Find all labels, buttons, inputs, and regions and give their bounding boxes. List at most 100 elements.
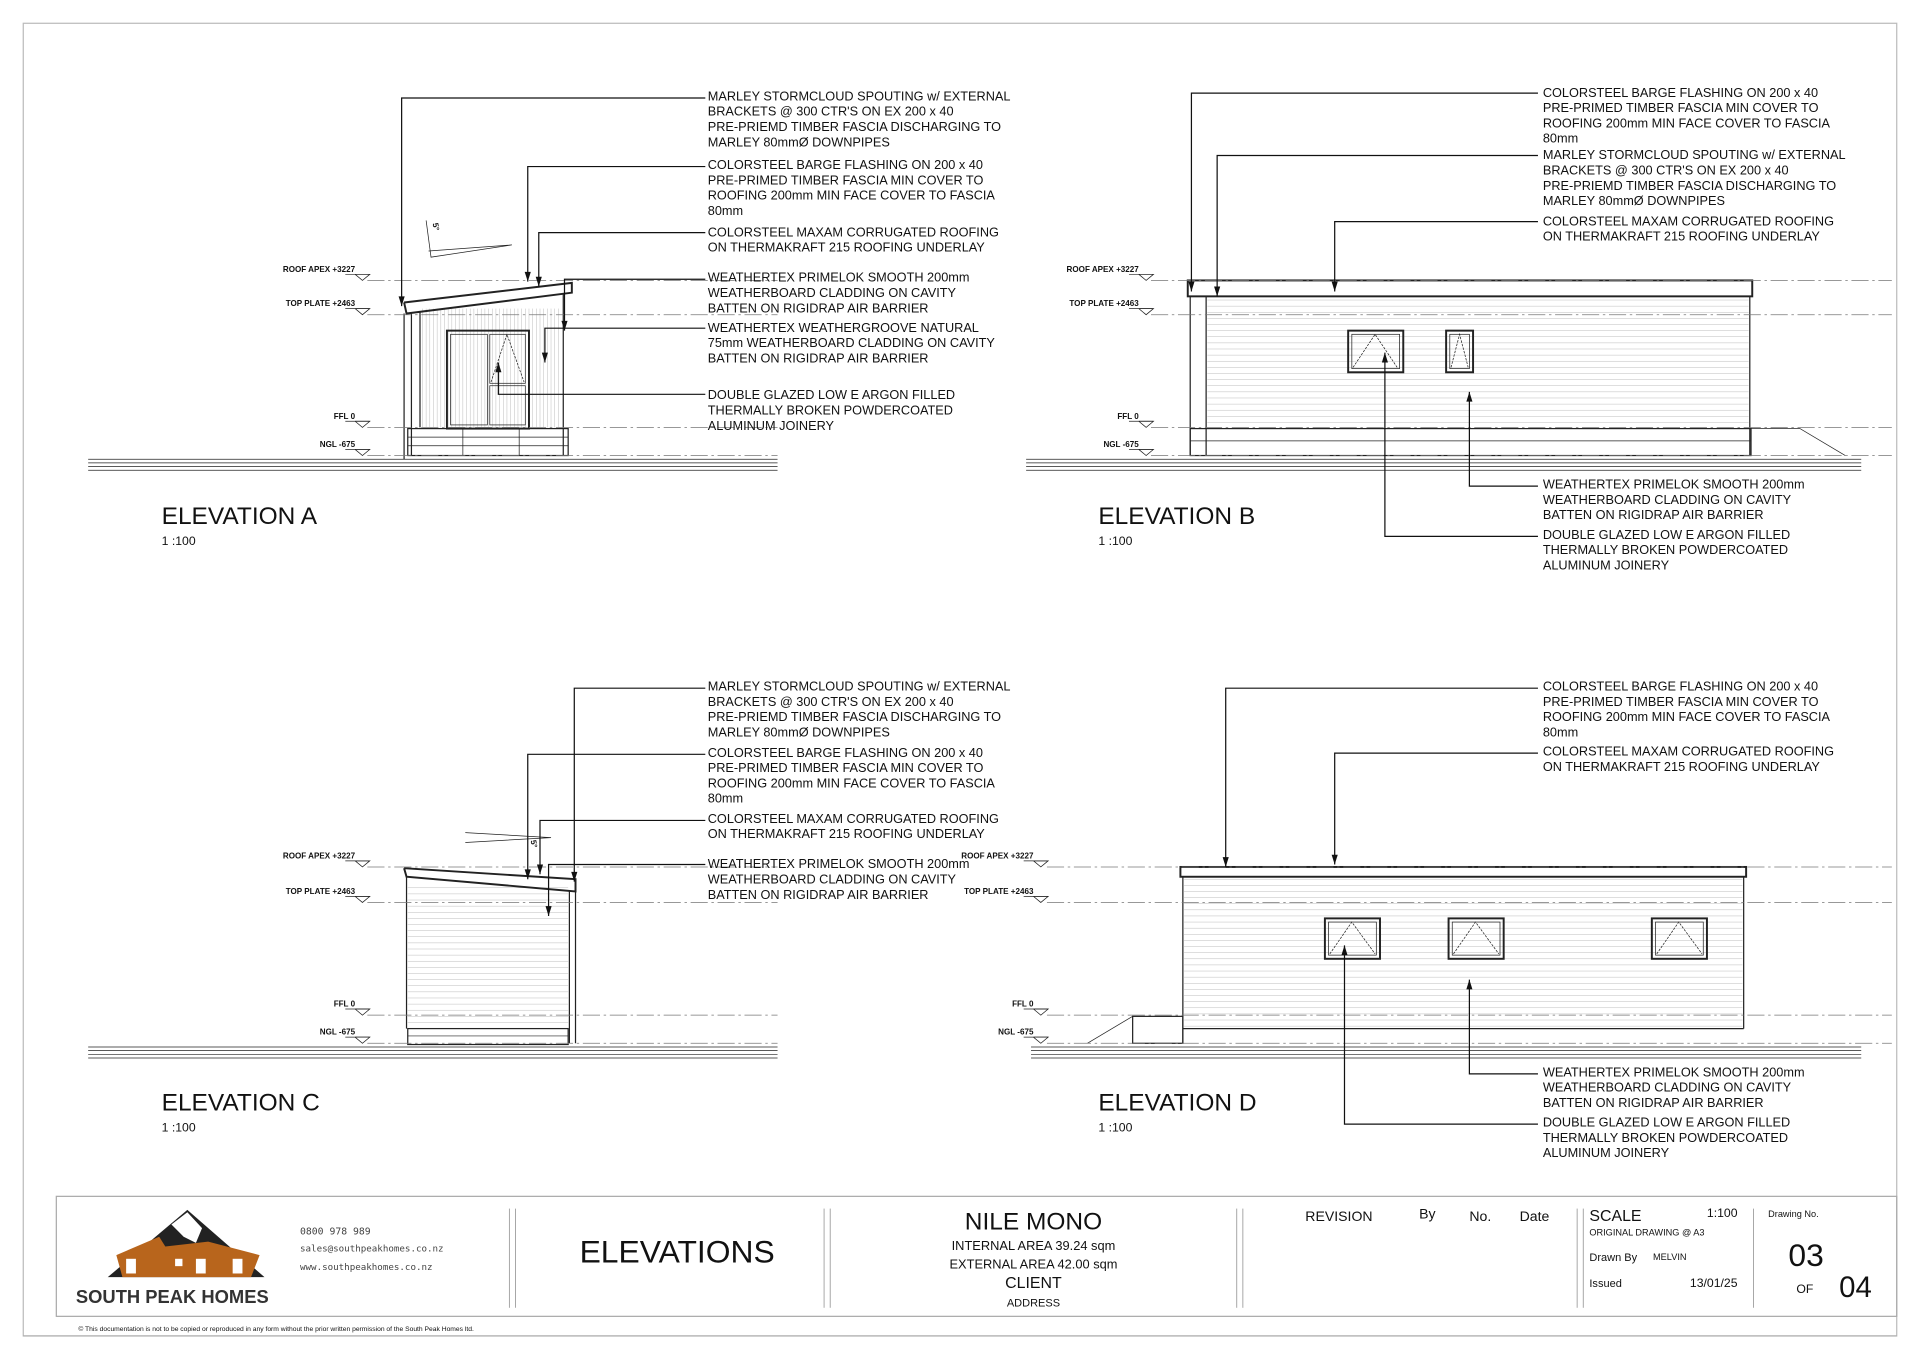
annotation-line: WEATHERTEX PRIMELOK SMOOTH 200mm	[1543, 477, 1805, 492]
arrow-head-icon	[1331, 281, 1338, 292]
annotation-line: WEATHERBOARD CLADDING ON CAVITY	[1543, 492, 1792, 507]
arrow-head-icon	[1341, 945, 1348, 956]
level-label: TOP PLATE +2463	[1069, 299, 1139, 308]
level-label: NGL -675	[998, 1028, 1034, 1037]
arrow-head-icon	[398, 296, 405, 307]
address-label: ADDRESS	[1007, 1298, 1060, 1310]
elevation-scale: 1 :100	[1098, 1120, 1132, 1134]
annotation-line: COLORSTEEL MAXAM CORRUGATED ROOFING	[1543, 744, 1834, 759]
annotation-line: MARLEY 80mmØ DOWNPIPES	[1543, 193, 1725, 208]
drawing-number: 03	[1788, 1237, 1823, 1273]
leader-line	[538, 232, 706, 287]
annotation-line: ON THERMAKRAFT 215 ROOFING UNDERLAY	[708, 826, 986, 841]
leader-line	[527, 165, 706, 282]
drawn-by-value: MELVIN	[1653, 1252, 1686, 1262]
project-name: NILE MONO	[965, 1208, 1102, 1235]
annotation-line: ON THERMAKRAFT 215 ROOFING UNDERLAY	[1543, 759, 1821, 774]
annotation-line: BATTEN ON RIGIDRAP AIR BARRIER	[1543, 1095, 1764, 1110]
total-drawings: 04	[1839, 1271, 1872, 1304]
annotation-line: ON THERMAKRAFT 215 ROOFING UNDERLAY	[1543, 229, 1821, 244]
drawing-no-label: Drawing No.	[1768, 1209, 1818, 1219]
leader-line	[547, 863, 706, 916]
arrow-head-icon	[1381, 352, 1388, 363]
annotation-line: ALUMINUM JOINERY	[708, 418, 835, 433]
annotation-line: ALUMINUM JOINERY	[1543, 557, 1670, 572]
annotation-line: MARLEY STORMCLOUD SPOUTING w/ EXTERNAL	[1543, 147, 1846, 162]
annotation-line: PRE-PRIEMD TIMBER FASCIA DISCHARGING TO	[708, 119, 1001, 134]
arrow-head-icon	[1466, 979, 1473, 990]
annotation-line: THERMALLY BROKEN POWDERCOATED	[1543, 542, 1788, 557]
leader-line	[1343, 945, 1538, 1125]
arrow-head-icon	[495, 362, 502, 373]
level-label: FFL 0	[334, 412, 356, 421]
annotation-line: BATTEN ON RIGIDRAP AIR BARRIER	[708, 887, 929, 902]
issued-label: Issued	[1589, 1278, 1621, 1290]
level-label: ROOF APEX +3227	[283, 265, 356, 274]
annotation-line: MARLEY STORMCLOUD SPOUTING w/ EXTERNAL	[708, 679, 1011, 694]
level-label: ROOF APEX +3227	[1067, 265, 1140, 274]
annotation-line: DOUBLE GLAZED LOW E ARGON FILLED	[708, 387, 955, 402]
annotation-line: PRE-PRIMED TIMBER FASCIA MIN COVER TO	[708, 760, 984, 775]
leader-line	[1384, 352, 1538, 537]
annotation-line: DOUBLE GLAZED LOW E ARGON FILLED	[1543, 527, 1790, 542]
annotation-line: 80mm	[1543, 725, 1578, 740]
arrow-head-icon	[536, 864, 544, 875]
annotation-line: COLORSTEEL MAXAM CORRUGATED ROOFING	[708, 811, 999, 826]
annotation-line: COLORSTEEL MAXAM CORRUGATED ROOFING	[708, 224, 999, 239]
annotation-line: DOUBLE GLAZED LOW E ARGON FILLED	[1543, 1115, 1790, 1130]
company-phone: 0800 978 989	[300, 1226, 371, 1237]
annotation-line: PRE-PRIEMD TIMBER FASCIA DISCHARGING TO	[1543, 178, 1836, 193]
annotation-line: PRE-PRIMED TIMBER FASCIA MIN COVER TO	[1543, 100, 1819, 115]
annotation-line: COLORSTEEL BARGE FLASHING ON 200 x 40	[708, 745, 983, 760]
annotation-line: ROOFING 200mm MIN FACE COVER TO FASCIA	[708, 188, 996, 203]
leader-line	[539, 819, 706, 875]
arrow-head-icon	[535, 276, 542, 287]
leader-line	[1468, 979, 1538, 1075]
annotation-line: WEATHERBOARD CLADDING ON CAVITY	[1543, 1080, 1792, 1095]
leader-line	[1468, 391, 1538, 487]
leader-line	[527, 753, 706, 880]
annotation-line: COLORSTEEL BARGE FLASHING ON 200 x 40	[1543, 679, 1818, 694]
elevation-c-drawing: 5°	[403, 832, 577, 1046]
leader-line	[1225, 687, 1538, 867]
sheet-title: ELEVATIONS	[580, 1233, 775, 1269]
annotation-line: MARLEY 80mmØ DOWNPIPES	[708, 725, 890, 740]
annotation-line: ALUMINUM JOINERY	[1543, 1145, 1670, 1160]
annotation-line: COLORSTEEL MAXAM CORRUGATED ROOFING	[1543, 213, 1834, 228]
arrow-head-icon	[1331, 854, 1338, 865]
level-label: FFL 0	[1012, 1000, 1034, 1009]
issued-date: 13/01/25	[1690, 1276, 1738, 1290]
level-label: TOP PLATE +2463	[286, 887, 356, 896]
annotation-line: BRACKETS @ 300 CTR'S ON EX 200 x 40	[1543, 163, 1789, 178]
leader-line	[497, 362, 706, 395]
internal-area: INTERNAL AREA 39.24 sqm	[952, 1238, 1116, 1253]
title-block: SOUTH PEAK HOMES 0800 978 989 sales@sout…	[23, 1195, 1898, 1337]
elevation-scale: 1 :100	[162, 1120, 196, 1134]
revision-date-header: Date	[1520, 1208, 1550, 1224]
company-name: SOUTH PEAK HOMES	[76, 1286, 269, 1307]
elevation-a-drawing: 5°	[403, 220, 573, 460]
annotation-line: ROOFING 200mm MIN FACE COVER TO FASCIA	[708, 775, 996, 790]
drawn-by-label: Drawn By	[1589, 1252, 1637, 1264]
elevation-b-drawing	[1186, 279, 1846, 457]
level-label: NGL -675	[320, 440, 356, 449]
leader-line	[544, 327, 706, 363]
annotation-line: THERMALLY BROKEN POWDERCOATED	[1543, 1130, 1788, 1145]
external-area: EXTERNAL AREA 42.00 sqm	[949, 1257, 1117, 1272]
annotation-line: WEATHERTEX PRIMELOK SMOOTH 200mm	[1543, 1064, 1805, 1079]
annotation-line: 80mm	[1543, 131, 1578, 146]
annotation-line: 80mm	[708, 791, 743, 806]
annotation-line: WEATHERBOARD CLADDING ON CAVITY	[708, 285, 957, 300]
company-logo	[107, 1209, 265, 1278]
